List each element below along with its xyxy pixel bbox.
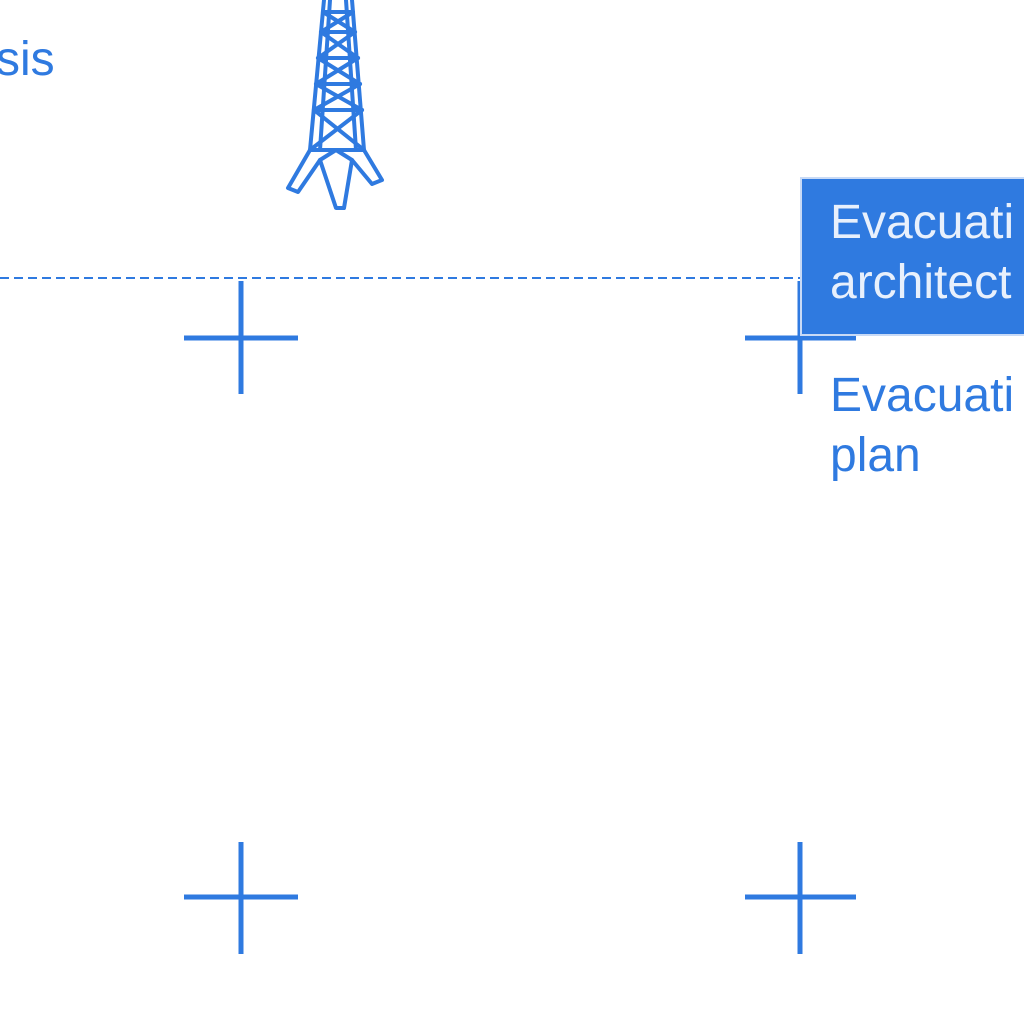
crosshair-marker-icon (184, 281, 298, 394)
crosshair-marker-icon (184, 842, 298, 954)
crosshair-marker-icon (745, 842, 856, 954)
evacuation-plan-label: Evacuati plan (830, 369, 1015, 482)
evacuation-architecture-box: Evacuati architect (800, 177, 1024, 336)
transmission-tower-icon (286, 0, 384, 210)
evacuation-architecture-label: Evacuati architect (830, 196, 1015, 309)
analysis-label-fragment: sis (0, 33, 55, 86)
